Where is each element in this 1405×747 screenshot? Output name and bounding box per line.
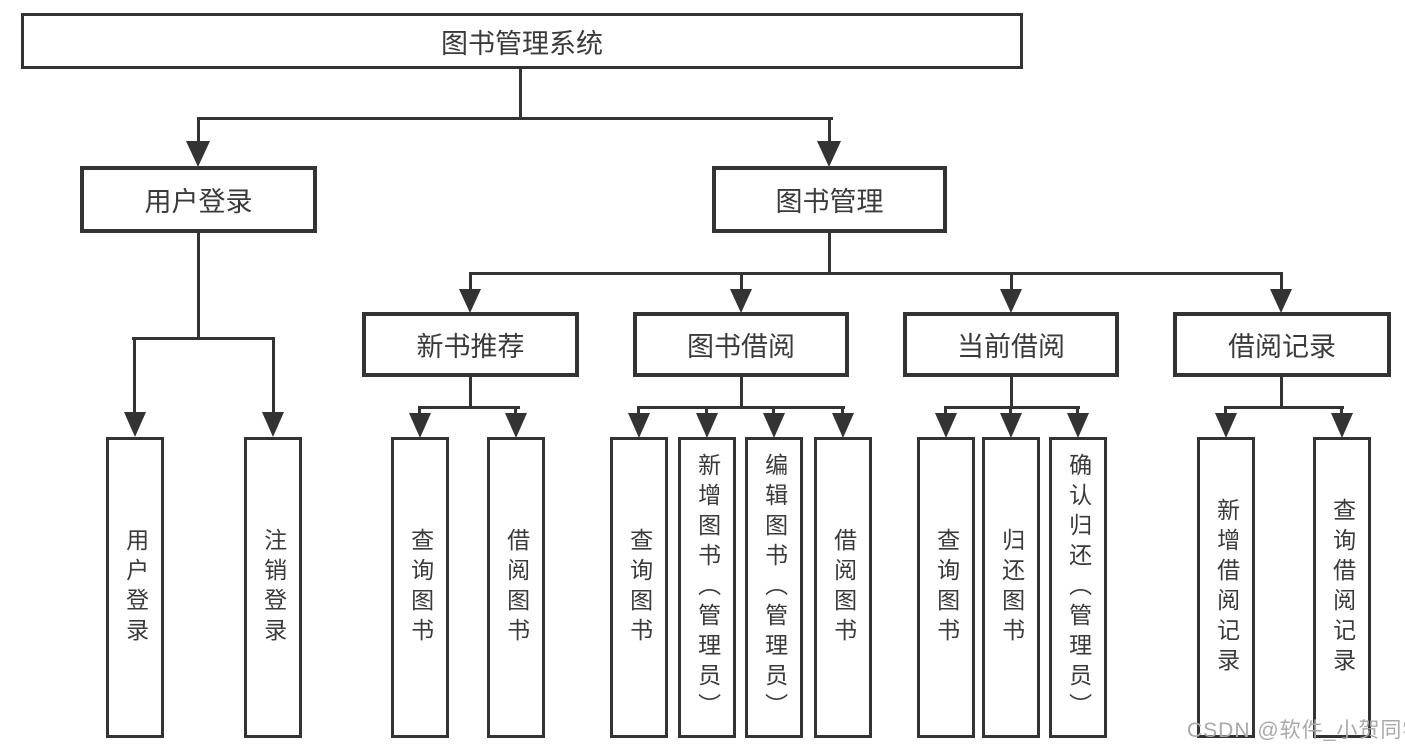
leaf-query-books-current: 查询图书 — [917, 437, 975, 738]
arrow-down-icon — [459, 289, 481, 313]
connector-subtree-stem — [740, 377, 743, 406]
arrow-down-icon — [409, 413, 431, 438]
leaf-query-borrow-record: 查询借阅记录 — [1313, 437, 1371, 738]
connector-leaf-stem — [1009, 409, 1012, 416]
connector-leaf-stem — [772, 409, 775, 416]
csdn-watermark: CSDN @软件_小贺同学 — [1187, 719, 1405, 742]
connector-book-subtree-stem — [828, 233, 831, 273]
connector-leaf-stem — [637, 409, 640, 416]
arrow-down-icon — [124, 412, 146, 437]
node-book-borrowing: 图书借阅 — [633, 312, 849, 377]
connector-subtree-stem — [469, 377, 472, 406]
connector-book-mgmt-stem — [828, 120, 831, 144]
connector-user-subtree-split — [132, 337, 275, 340]
leaf-edit-books-admin: 编辑图书（管理员） — [745, 437, 803, 738]
arrow-down-icon — [1067, 413, 1089, 438]
node-library-system: 图书管理系统 — [21, 13, 1023, 69]
arrow-down-icon — [935, 413, 957, 438]
arrow-down-icon — [1215, 413, 1237, 438]
connector-leaf-stem — [272, 340, 275, 414]
connector-branch-stem — [469, 275, 472, 290]
connector-leaf-split — [418, 406, 520, 409]
arrow-down-icon — [628, 413, 650, 438]
connector-branch-stem — [1280, 275, 1283, 290]
connector-leaf-stem — [133, 340, 136, 414]
connector-user-login-stem — [197, 120, 200, 144]
connector-leaf-stem — [418, 409, 421, 416]
arrow-down-icon — [696, 413, 718, 438]
arrow-down-icon — [1270, 289, 1292, 313]
connector-leaf-stem — [944, 409, 947, 416]
connector-leaf-split — [944, 406, 1080, 409]
connector-root-stem — [519, 69, 522, 117]
leaf-query-books-recommend: 查询图书 — [391, 437, 449, 738]
connector-root-split — [197, 117, 833, 120]
leaf-query-books-borrowing: 查询图书 — [610, 437, 668, 738]
arrow-down-icon — [1000, 413, 1022, 438]
connector-book-subtree-split — [469, 272, 1283, 275]
arrow-down-icon — [505, 413, 527, 438]
node-new-book-recommend: 新书推荐 — [362, 312, 579, 377]
connector-leaf-stem — [841, 409, 844, 416]
leaf-logout: 注销登录 — [244, 437, 302, 738]
connector-leaf-stem — [705, 409, 708, 416]
leaf-return-books: 归还图书 — [982, 437, 1040, 738]
node-borrowing-records: 借阅记录 — [1173, 312, 1391, 377]
connector-leaf-stem — [514, 409, 517, 416]
connector-leaf-stem — [1076, 409, 1079, 416]
node-current-borrowing: 当前借阅 — [903, 312, 1119, 377]
leaf-borrow-books-recommend: 借阅图书 — [487, 437, 545, 738]
arrow-down-icon — [817, 141, 841, 167]
arrow-down-icon — [1000, 289, 1022, 313]
connector-leaf-split — [1224, 406, 1344, 409]
arrow-down-icon — [262, 412, 284, 437]
leaf-borrow-books-borrowing: 借阅图书 — [814, 437, 872, 738]
arrow-down-icon — [730, 289, 752, 313]
node-book-management: 图书管理 — [712, 166, 947, 233]
leaf-user-login: 用户登录 — [106, 437, 164, 738]
connector-branch-stem — [1010, 275, 1013, 290]
connector-subtree-stem — [1010, 377, 1013, 406]
connector-leaf-split — [637, 406, 845, 409]
arrow-down-icon — [1331, 413, 1353, 438]
arrow-down-icon — [186, 141, 210, 167]
leaf-add-books-admin: 新增图书（管理员） — [678, 437, 736, 738]
arrow-down-icon — [763, 413, 785, 438]
connector-branch-stem — [740, 275, 743, 290]
leaf-add-borrow-record: 新增借阅记录 — [1197, 437, 1255, 738]
node-user-login: 用户登录 — [80, 166, 317, 233]
connector-leaf-stem — [1224, 409, 1227, 416]
leaf-confirm-return-admin: 确认归还（管理员） — [1049, 437, 1107, 738]
connector-subtree-stem — [1280, 377, 1283, 406]
connector-user-subtree-stem — [197, 233, 200, 337]
arrow-down-icon — [832, 413, 854, 438]
connector-leaf-stem — [1340, 409, 1343, 416]
